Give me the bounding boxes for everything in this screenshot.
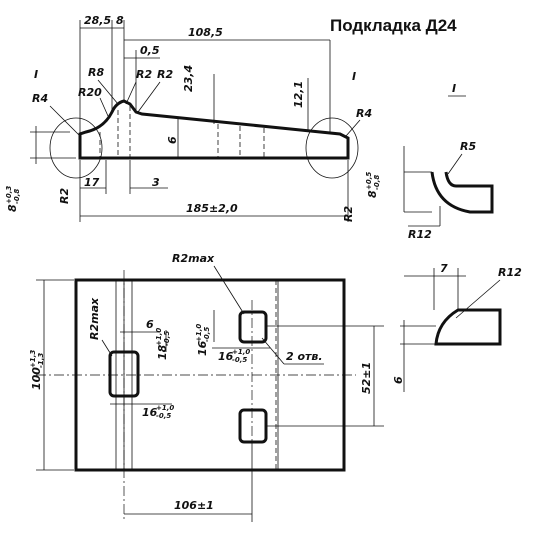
dim-16b-tol-up: +1,0 [232, 348, 250, 356]
side-view-profile [78, 99, 350, 160]
dim-16c-main: 16 [142, 406, 158, 419]
label-r2max-top: R2max [172, 252, 215, 265]
leader-line [447, 153, 463, 175]
dim-12-1: 12,1 [292, 81, 305, 108]
detail-circle-right [305, 117, 359, 179]
label-r2max-left: R2max [88, 297, 101, 340]
hole-left [108, 350, 140, 398]
hole-bottom-right [238, 408, 268, 444]
dim-16-a: 16 +1,0 -0,5 [195, 324, 211, 356]
section-marker-right: I [352, 70, 356, 83]
dim-52: 52±1 [360, 362, 373, 394]
section-marker-left: I [34, 68, 38, 81]
dim-16a-tol-up: +1,0 [195, 324, 203, 342]
label-r2-a: R2 [136, 68, 152, 81]
dim-16-b: 16 +1,0 -0,5 [218, 348, 250, 364]
dim-6: 6 [166, 136, 179, 144]
dim-8: 8 [116, 14, 124, 27]
edge-detail-view: 7 R12 6 [392, 262, 522, 392]
hole-top-right [238, 310, 268, 344]
side-view: 28,5 8 108,5 0,5 R8 R2 R2 R20 R4 R4 I I … [5, 14, 381, 222]
height-100-tol-dn: -1,3 [37, 353, 45, 368]
label-r8: R8 [88, 66, 104, 79]
detail-i-r12: R12 [408, 228, 432, 241]
thickness-right-tol-dn: -0,8 [373, 175, 381, 190]
plan-view: R2max R2max 100 +1,3 -1,3 6 18 +1,0 -0,5… [29, 252, 384, 522]
leader-line [261, 337, 285, 365]
thickness-left-main: 8 [6, 204, 19, 212]
label-r4-right: R4 [356, 107, 372, 120]
thickness-left-tol-up: +0,3 [5, 186, 13, 204]
dim-6-plan: 6 [146, 318, 154, 331]
drawing-title: Подкладка Д24 [330, 16, 457, 35]
leader-line [99, 97, 109, 117]
leader-line [345, 119, 361, 137]
detail-i-r5: R5 [460, 140, 476, 153]
dim-16b-main: 16 [218, 350, 234, 363]
leader-line [213, 265, 245, 315]
thickness-right-main: 8 [366, 190, 379, 198]
dim-185: 185±2,0 [186, 202, 238, 215]
dim-18-main: 18 [156, 344, 169, 360]
thickness-left: 8 +0,3 -0,8 [5, 186, 21, 212]
thickness-right-tol-up: +0,5 [365, 172, 373, 190]
leader-line [49, 105, 81, 137]
dim-23-4: 23,4 [182, 65, 195, 92]
leader-line [137, 81, 161, 113]
dim-16a-tol-dn: -0,5 [203, 327, 211, 342]
dim-0-5: 0,5 [140, 44, 160, 57]
label-r2-bottom-right: R2 [342, 206, 355, 222]
dim-18-tol-dn: -0,5 [163, 331, 171, 346]
edge-r12: R12 [498, 266, 522, 279]
label-r2-bottom-left: R2 [58, 188, 71, 204]
edge-dim-7: 7 [440, 262, 448, 275]
dim-16c-tol-dn: -0,5 [156, 412, 171, 420]
height-100-tol-up: +1,3 [29, 350, 37, 368]
dim-16c-tol-up: +1,0 [156, 404, 174, 412]
label-r20: R20 [78, 86, 102, 99]
edge-detail-profile [434, 308, 502, 346]
holes-note: 2 отв. [286, 350, 323, 363]
dim-16a-main: 16 [196, 340, 209, 356]
detail-i-view: I R5 R12 [403, 82, 494, 241]
label-r2-b: R2 [157, 68, 173, 81]
dim-106: 106±1 [174, 499, 214, 512]
leader-line [455, 279, 501, 319]
dim-3: 3 [152, 176, 160, 189]
dim-18-tol-up: +1,0 [155, 328, 163, 346]
dim-16b-tol-dn: -0,5 [232, 356, 247, 364]
dim-108-5: 108,5 [188, 26, 223, 39]
dim-16-c: 16 +1,0 -0,5 [142, 404, 174, 420]
dim-28-5: 28,5 [84, 14, 111, 27]
thickness-left-tol-dn: -0,8 [13, 189, 21, 204]
height-100: 100 +1,3 -1,3 [29, 350, 45, 390]
leader-line [125, 81, 137, 105]
detail-i-label: I [452, 82, 456, 95]
thickness-right: 8 +0,5 -0,8 [365, 172, 381, 198]
leader-line [101, 339, 113, 357]
detail-circle-left [49, 117, 103, 179]
dim-18: 18 +1,0 -0,5 [155, 328, 171, 360]
edge-dim-6: 6 [392, 376, 405, 384]
label-r4-left: R4 [32, 92, 48, 105]
dim-17: 17 [84, 176, 100, 189]
detail-i-profile [430, 171, 494, 214]
leader-line [97, 79, 119, 105]
height-100-main: 100 [30, 367, 43, 390]
